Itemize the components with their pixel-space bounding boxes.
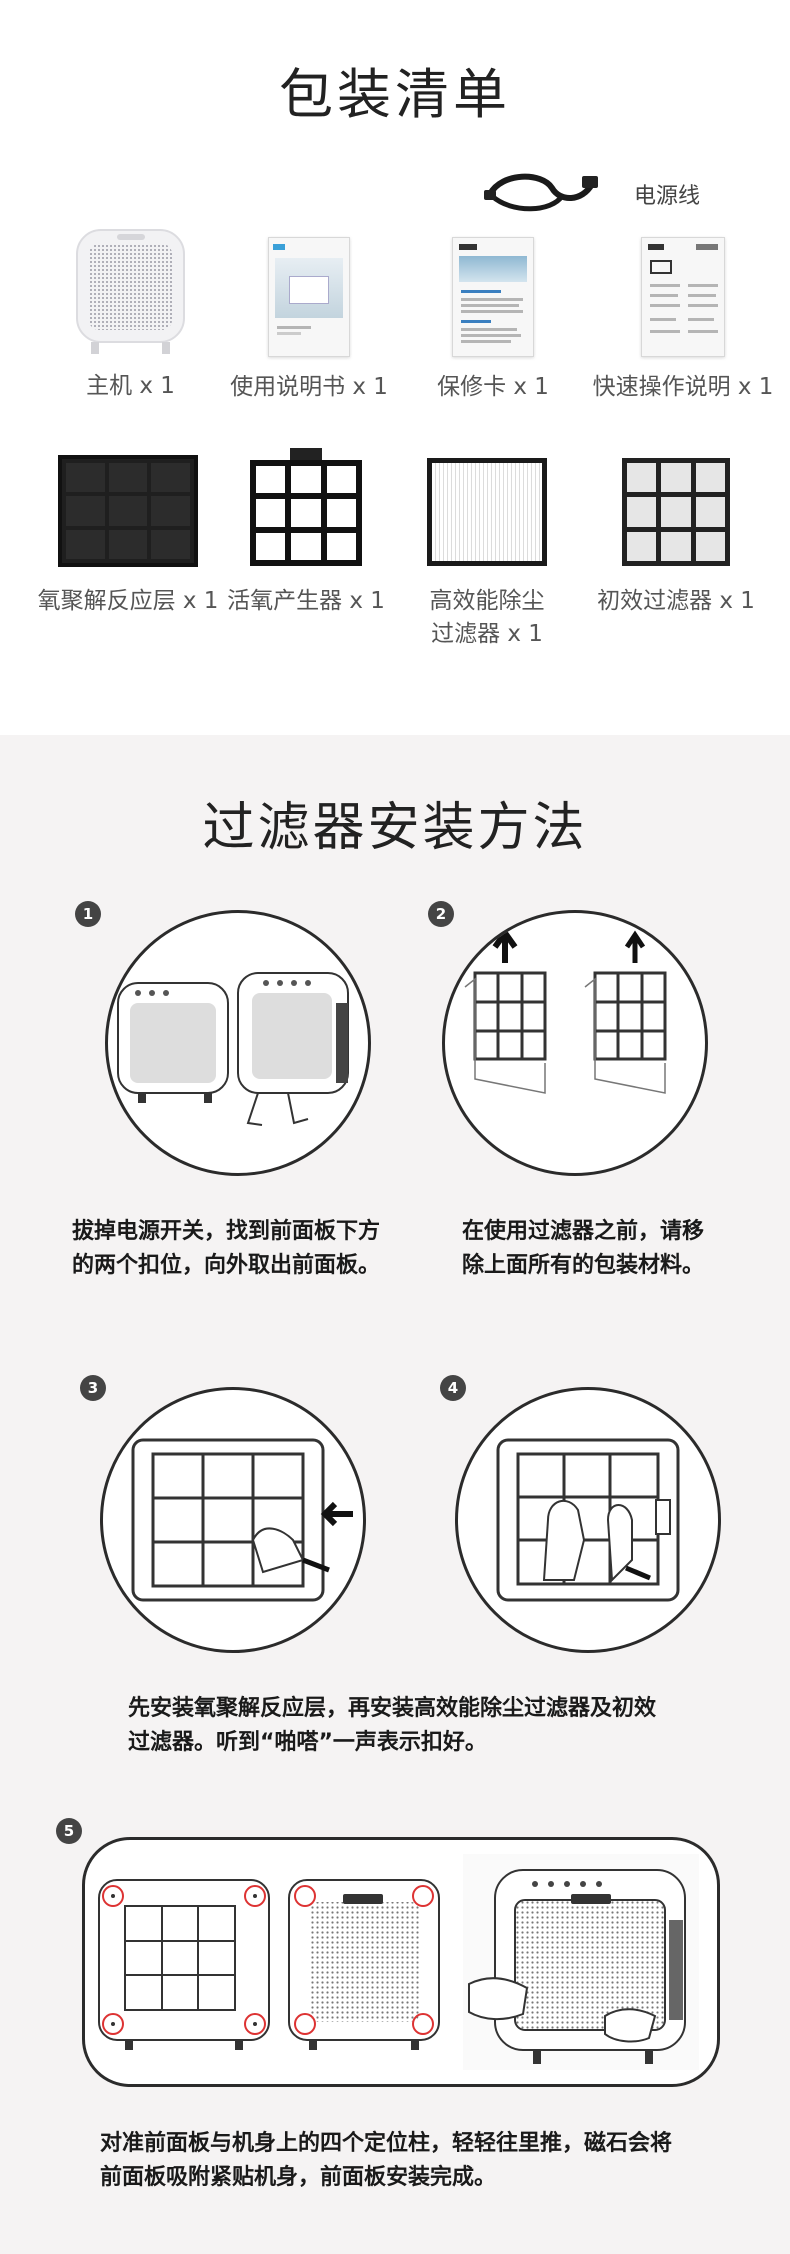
item-quick-guide: 快速操作说明 x 1 (593, 237, 773, 400)
item-warranty-card: 保修卡 x 1 (437, 237, 549, 400)
item-hepa-filter: 高效能除尘 过滤器 x 1 (427, 458, 547, 647)
item-hepa-filter-label: 高效能除尘 过滤器 x 1 (367, 585, 607, 651)
item-oxygen-generator: 活氧产生器 x 1 (227, 448, 385, 614)
step-1-text: 拔掉电源开关，找到前面板下方 的两个扣位，向外取出前面板。 (72, 1215, 380, 1283)
step-5-text-line1: 对准前面板与机身上的四个定位柱，轻轻往里推，磁石会将 (100, 2131, 673, 2156)
step-3-illustration (100, 1387, 366, 1653)
item-manual-label: 使用说明书 x 1 (230, 374, 388, 400)
power-cord-icon (484, 173, 598, 212)
step-3-4-text-line1: 先安装氧聚解反应层，再安装高效能除尘过滤器及初效 (128, 1696, 657, 1721)
install-title: 过滤器安装方法 (202, 798, 588, 858)
step-5-badge: 5 (56, 1818, 82, 1844)
item-primary-filter: 初效过滤器 x 1 (597, 458, 755, 614)
step-2-text: 在使用过滤器之前，请移 除上面所有的包装材料。 (462, 1215, 704, 1283)
item-manual: 使用说明书 x 1 (230, 237, 388, 400)
purifier-unit-icon (76, 229, 185, 354)
step-5-illustration (82, 1837, 720, 2087)
hepa-filter-icon (427, 458, 547, 566)
power-cord-label: 电源线 (634, 184, 701, 209)
step-1-badge: 1 (75, 901, 101, 927)
oxygen-generator-frame-icon (250, 448, 362, 566)
step-2-text-line2: 除上面所有的包装材料。 (462, 1253, 705, 1278)
quick-guide-sheet-icon (641, 237, 725, 357)
primary-filter-icon (622, 458, 730, 566)
item-main-unit-label: 主机 x 1 (86, 373, 175, 399)
step-3-4-text-line2: 过滤器。听到“啪嗒”一声表示扣好。 (128, 1730, 487, 1755)
step-3-badge: 3 (80, 1375, 106, 1401)
step-2-text-line1: 在使用过滤器之前，请移 (462, 1219, 705, 1244)
item-reaction-layer-label: 氧聚解反应层 x 1 (37, 588, 219, 614)
step-5-text: 对准前面板与机身上的四个定位柱，轻轻往里推，磁石会将 前面板吸附紧贴机身，前面板… (100, 2127, 672, 2195)
item-reaction-layer: 氧聚解反应层 x 1 (38, 455, 218, 614)
install-section: 过滤器安装方法 1 拔掉电源开关，找到前面板下方 的两个扣位，向外取出前面板。 … (0, 735, 790, 2254)
reaction-layer-filter-icon (58, 455, 198, 567)
item-oxygen-generator-label: 活氧产生器 x 1 (227, 588, 385, 614)
item-main-unit: 主机 x 1 (73, 228, 188, 399)
step-5-text-line2: 前面板吸附紧贴机身，前面板安装完成。 (100, 2165, 497, 2190)
step-2-illustration (442, 910, 708, 1176)
step-1-text-line2: 的两个扣位，向外取出前面板。 (72, 1253, 381, 1278)
step-4-illustration (455, 1387, 721, 1653)
item-warranty-card-label: 保修卡 x 1 (437, 374, 549, 400)
step-2-badge: 2 (428, 901, 454, 927)
item-hepa-filter-label-line2: 过滤器 x 1 (431, 621, 543, 647)
item-primary-filter-label: 初效过滤器 x 1 (597, 588, 755, 614)
item-hepa-filter-label-line1: 高效能除尘 (429, 588, 545, 614)
manual-booklet-icon (268, 237, 350, 357)
step-4-badge: 4 (440, 1375, 466, 1401)
step-3-4-text: 先安装氧聚解反应层，再安装高效能除尘过滤器及初效 过滤器。听到“啪嗒”一声表示扣… (128, 1692, 656, 1760)
step-1-illustration (105, 910, 371, 1176)
warranty-card-icon (452, 237, 534, 357)
step-1-text-line1: 拔掉电源开关，找到前面板下方 (72, 1219, 381, 1244)
item-quick-guide-label: 快速操作说明 x 1 (592, 374, 774, 400)
packing-list-title: 包装清单 (279, 63, 511, 126)
packing-list-section: 包装清单 电源线 主机 x 1 使用说明书 x 1 (0, 0, 790, 735)
